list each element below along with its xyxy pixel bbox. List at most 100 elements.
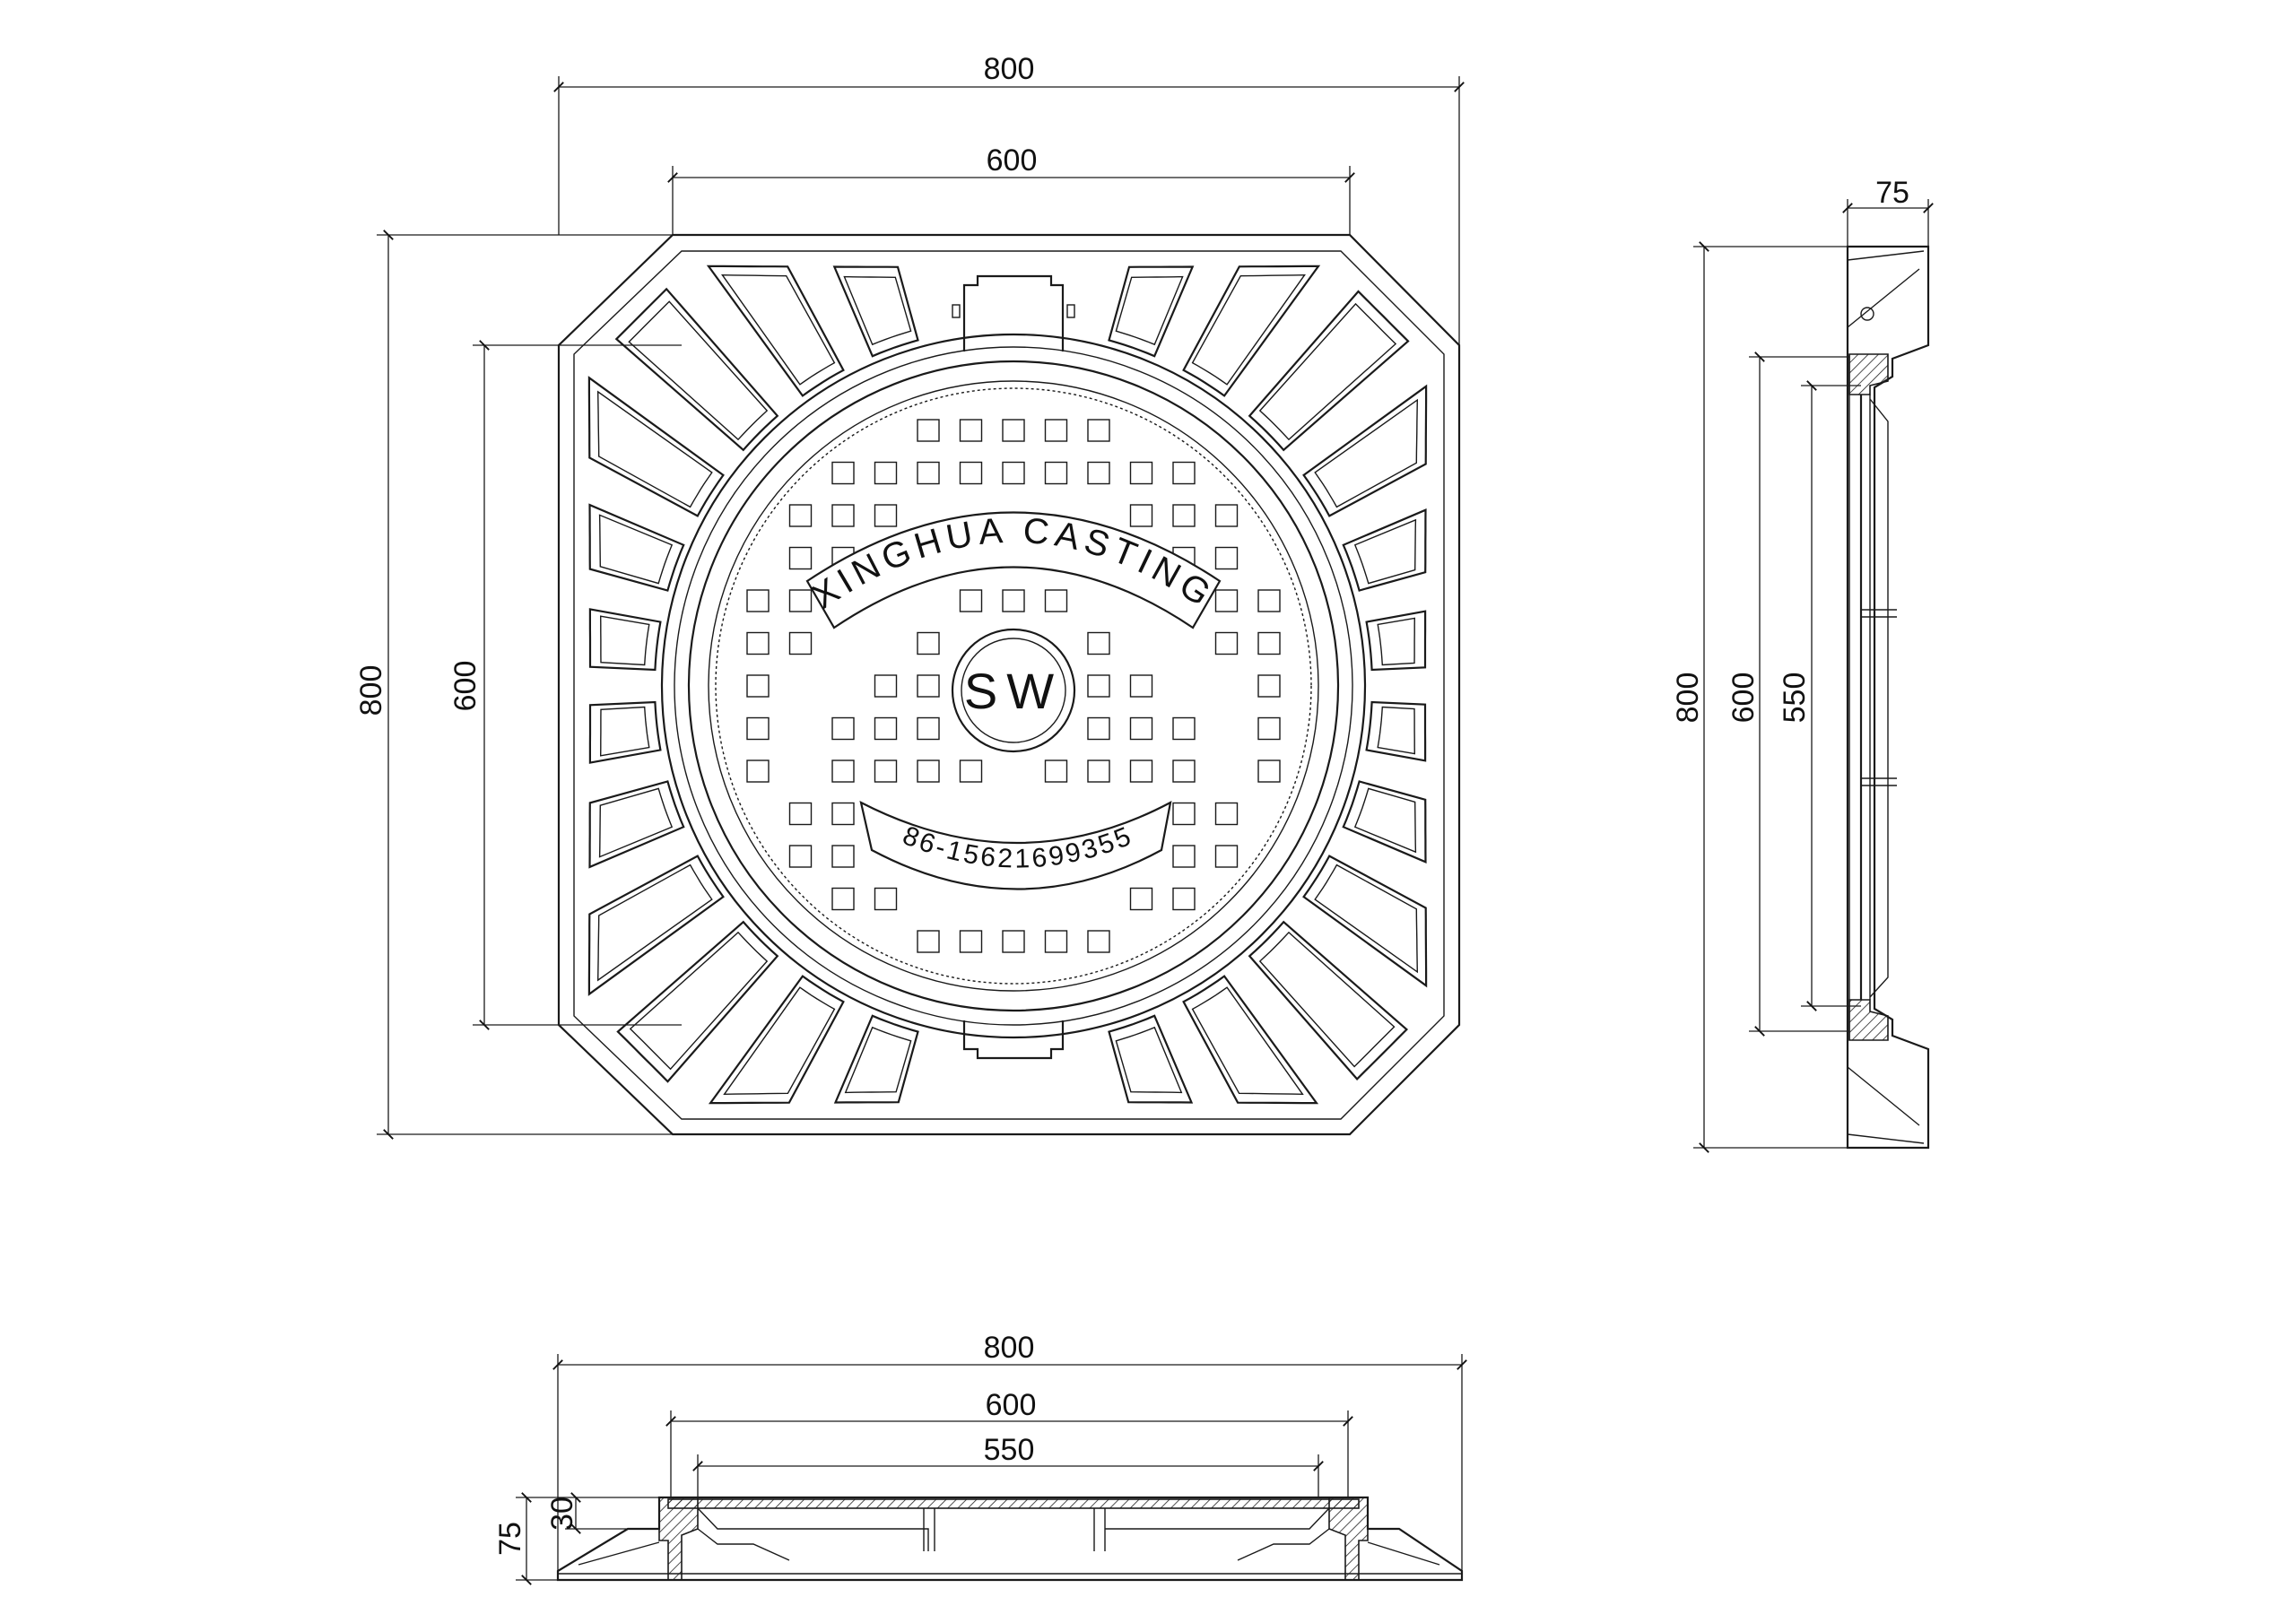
rib-pocket-inner xyxy=(598,514,674,585)
rib-pocket xyxy=(588,608,662,672)
grid-square xyxy=(831,716,855,741)
grid-square xyxy=(1087,930,1110,953)
rib-pocket xyxy=(1108,1014,1194,1104)
side-hinge-bolt xyxy=(1860,307,1874,321)
plan-view: XINGHUA CASTING SW 86-15621699355 800 xyxy=(354,52,1465,1140)
section-dim-inner-width: 550 xyxy=(984,1433,1035,1467)
rib-pocket xyxy=(708,975,845,1105)
grid-square xyxy=(788,631,813,655)
rib-pocket xyxy=(614,287,779,452)
grid-square xyxy=(746,759,770,783)
sw-logo: SW xyxy=(951,628,1076,753)
grid-square xyxy=(1214,845,1239,868)
grid-square xyxy=(917,419,940,442)
side-flange-top xyxy=(1847,250,1925,328)
dim-overall-height: 800 xyxy=(354,665,388,716)
side-cover-section-top xyxy=(1848,353,1889,395)
grid-square xyxy=(831,802,855,826)
grid-square xyxy=(1087,631,1110,655)
grid-square xyxy=(1257,716,1281,741)
grid-square xyxy=(1129,504,1153,527)
rib-pocket xyxy=(1108,265,1195,358)
section-cover-ribs xyxy=(697,1507,1330,1551)
grid-square xyxy=(831,461,855,485)
rib-pocket-inner xyxy=(721,273,836,386)
section-dim-total-depth: 75 xyxy=(493,1522,527,1556)
section-frame-right xyxy=(1328,1497,1369,1581)
grid-square xyxy=(1087,674,1110,698)
rib-pockets xyxy=(587,265,1428,1105)
side-rib-profile xyxy=(1869,398,1889,998)
dim-opening-height: 600 xyxy=(448,661,483,712)
section-frame-left xyxy=(658,1497,699,1581)
rib-pocket-inner xyxy=(1377,617,1416,666)
rib-pocket-inner xyxy=(1191,273,1306,386)
grid-square xyxy=(1172,887,1196,911)
grid-square xyxy=(959,930,983,953)
rib-pocket-inner xyxy=(599,615,650,666)
side-flange-bottom xyxy=(1847,1066,1925,1144)
rib-pocket-inner xyxy=(1191,986,1304,1096)
grid-square xyxy=(917,631,940,655)
rib-pocket xyxy=(1365,700,1427,762)
grid-square xyxy=(1214,589,1239,612)
grid-square xyxy=(831,504,855,527)
grid-square xyxy=(1257,589,1281,612)
grid-square xyxy=(1087,461,1110,485)
grid-square xyxy=(1129,674,1153,698)
grid-square xyxy=(1257,631,1281,655)
grid-square xyxy=(874,674,898,698)
grid-square xyxy=(831,759,855,783)
grid-square xyxy=(1002,461,1025,485)
rib-pocket-inner xyxy=(596,390,713,508)
rib-pocket-inner xyxy=(1258,931,1396,1068)
grid-square xyxy=(1002,589,1025,612)
rib-pocket xyxy=(833,1014,919,1104)
grid-square xyxy=(1172,504,1196,527)
rib-pocket xyxy=(587,376,725,517)
rib-pocket-inner xyxy=(1314,398,1419,508)
grid-square xyxy=(917,716,940,741)
side-dim-opening-height: 600 xyxy=(1726,673,1761,724)
rib-pocket xyxy=(616,920,779,1083)
grid-square xyxy=(1172,716,1196,741)
plan-dimensions: 800 600 800 600 xyxy=(354,52,1465,1140)
rib-pocket-inner xyxy=(1377,706,1416,755)
frame-inner-outline xyxy=(573,250,1445,1120)
rib-pocket xyxy=(1342,508,1427,592)
grid-square xyxy=(917,930,940,953)
dim-opening-width: 600 xyxy=(987,143,1038,178)
frame-seat-ring-inner xyxy=(674,346,1353,1026)
grid-square xyxy=(1172,759,1196,783)
grid-square xyxy=(874,461,898,485)
grid-square xyxy=(1044,589,1068,612)
grid-square xyxy=(917,461,940,485)
side-dim-thickness: 75 xyxy=(1875,176,1909,210)
side-view: 75 800 600 550 xyxy=(1671,176,1934,1153)
section-dim-overall-width: 800 xyxy=(984,1331,1035,1365)
rib-pocket xyxy=(1342,780,1427,864)
rib-pocket xyxy=(1302,384,1428,517)
grid-square xyxy=(917,674,940,698)
rib-pocket xyxy=(588,503,685,592)
hinge-pin-right xyxy=(1066,304,1075,318)
rib-pocket xyxy=(706,265,845,397)
grid-square xyxy=(874,716,898,741)
rib-pocket xyxy=(832,265,919,358)
grid-square xyxy=(1129,887,1153,911)
side-dim-inner-height: 550 xyxy=(1778,673,1812,724)
grid-square xyxy=(1172,802,1196,826)
grid-square xyxy=(1214,546,1239,570)
grid-square xyxy=(1087,759,1110,783)
rib-pocket xyxy=(1365,610,1427,672)
hinge-pin-left xyxy=(952,304,961,318)
rib-pocket xyxy=(1248,920,1409,1081)
rib-pocket xyxy=(1182,265,1321,397)
rib-pocket-inner xyxy=(596,864,713,982)
grid-square xyxy=(917,759,940,783)
rib-pocket-inner xyxy=(1115,275,1184,346)
grid-square xyxy=(1129,759,1153,783)
grid-square xyxy=(1044,930,1068,953)
grid-square xyxy=(874,759,898,783)
grid-square xyxy=(874,887,898,911)
